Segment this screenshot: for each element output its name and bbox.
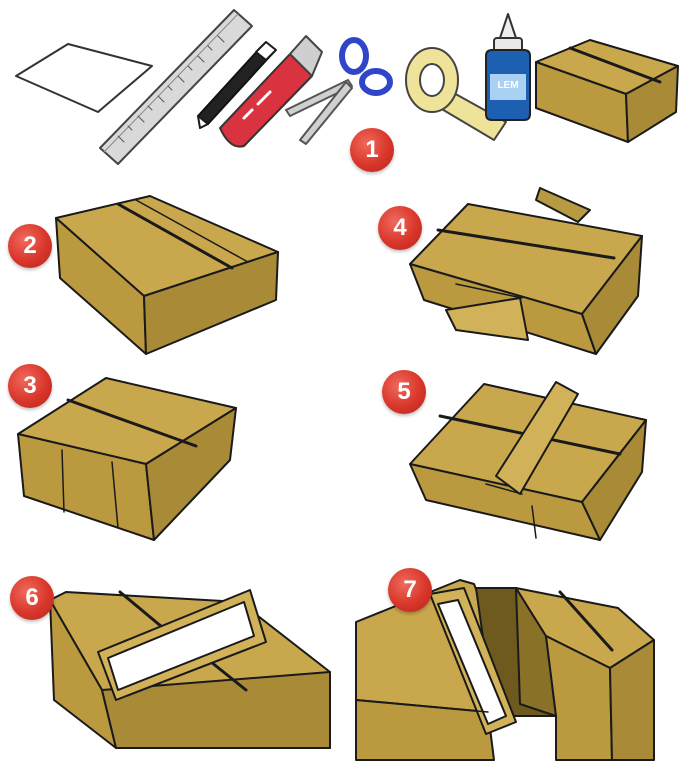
step-4-box-opening-flaps xyxy=(409,187,643,355)
step-7-badge: 7 xyxy=(388,568,432,612)
cardboard-box-icon xyxy=(535,39,679,143)
masking-tape-icon xyxy=(405,47,507,141)
step-7-box-opened-inside xyxy=(355,579,655,761)
glue-bottle-label: LEM xyxy=(497,80,519,91)
step-2-badge: 2 xyxy=(8,224,52,268)
marker-pen-icon xyxy=(197,41,277,129)
step-6-badge: 6 xyxy=(10,576,54,620)
step-5-box-with-cut-flap xyxy=(409,381,647,541)
step-4-badge: 4 xyxy=(378,206,422,250)
step-1-badge: 1 xyxy=(350,128,394,172)
step-2-closed-box xyxy=(55,195,279,355)
step-5-badge: 5 xyxy=(382,370,426,414)
step-3-badge: 3 xyxy=(8,364,52,408)
box-cutter-icon xyxy=(219,35,323,148)
glue-bottle-icon xyxy=(485,13,531,121)
step-3-box-with-side-panels xyxy=(17,377,237,541)
step-6-flap-with-white-panel xyxy=(49,589,331,749)
scissors-icon xyxy=(285,37,393,145)
ruler-icon xyxy=(99,9,253,165)
paper-sheet-icon xyxy=(15,43,153,113)
